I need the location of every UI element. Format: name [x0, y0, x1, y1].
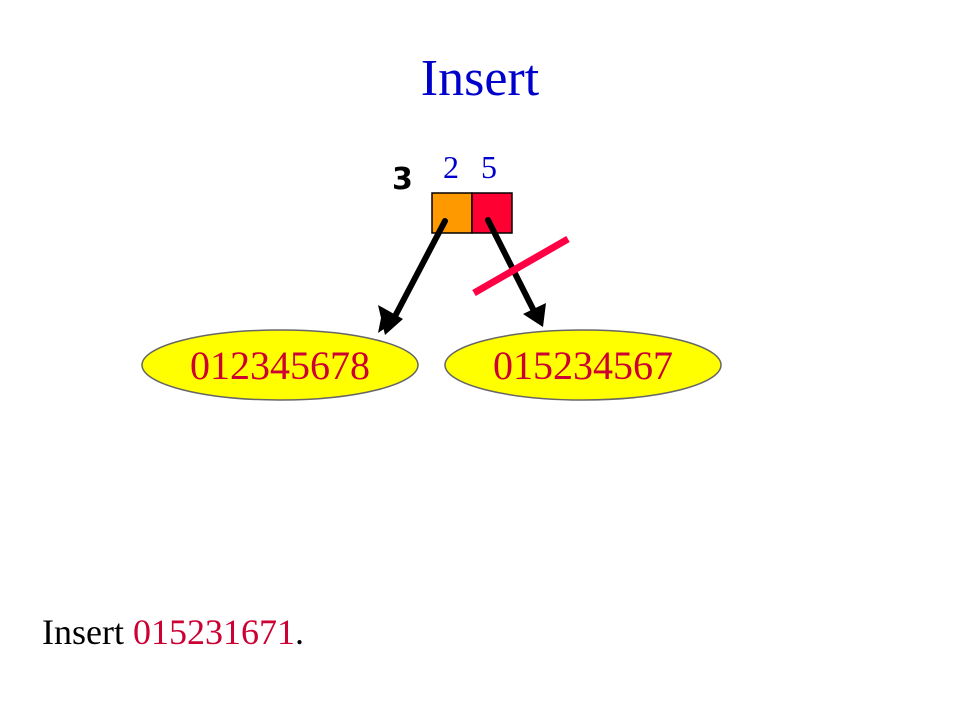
pointer-arrow-right — [485, 217, 546, 327]
instruction-prefix: Insert — [42, 612, 133, 652]
instruction-suffix: . — [294, 612, 304, 652]
directory-cell-left — [431, 192, 473, 234]
directory-label-left: 2 — [443, 149, 459, 185]
bucket-left-ellipse — [141, 329, 419, 401]
bucket-right-ellipse — [444, 329, 722, 401]
pointer-strike-line — [472, 235, 570, 297]
page-title: Insert — [420, 50, 540, 107]
pointer-arrow-left — [378, 218, 448, 335]
directory-label-right: 5 — [481, 149, 497, 185]
instruction-key: 015231671 — [132, 612, 295, 652]
instruction-line: Insert 015231671. — [42, 610, 304, 654]
global-depth-label: 3 — [392, 162, 413, 197]
